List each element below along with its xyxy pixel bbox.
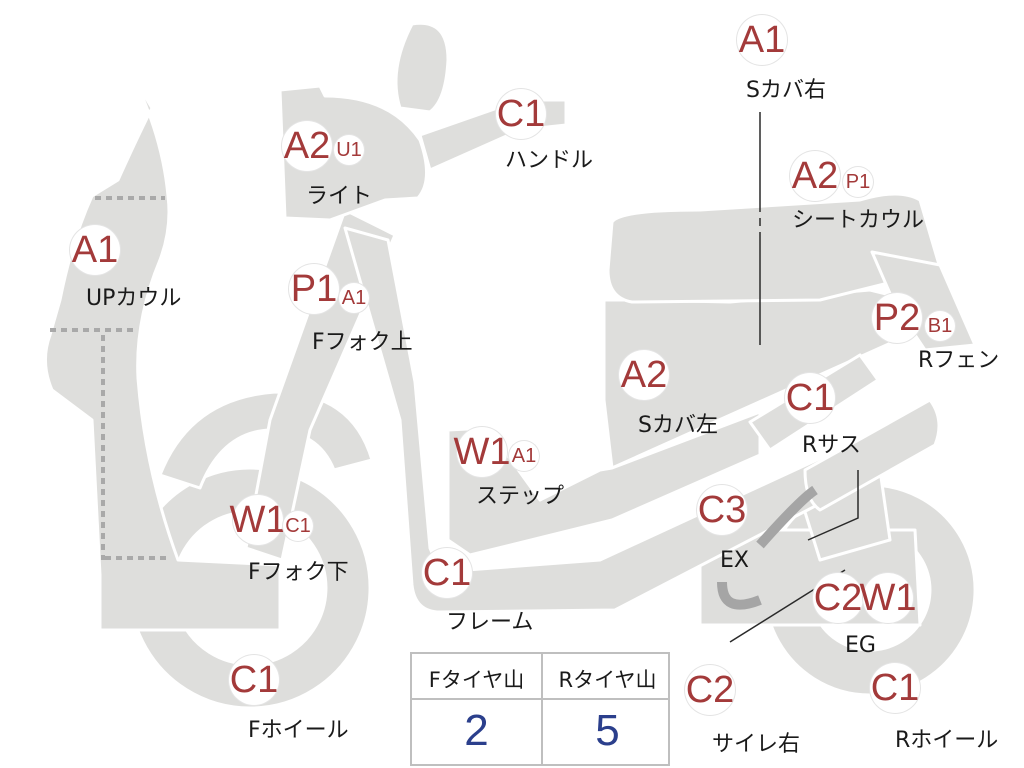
- tire-table-divider: [541, 654, 543, 764]
- step-label: ステップ: [476, 484, 565, 509]
- fork-lower-label: Fフォク下: [248, 560, 349, 585]
- tire-table-header-row: [412, 654, 668, 700]
- front-tire-header: Fタイヤ山: [428, 668, 525, 692]
- front-fender-shape: [158, 390, 374, 490]
- rear-tire-header: Rタイヤ山: [558, 668, 657, 692]
- frame-grade-badge: C1: [422, 548, 472, 598]
- light-grade-badge: U1: [334, 135, 364, 165]
- light-grade-badge: A2: [282, 121, 332, 171]
- up-cowl-grade-badge: A1: [70, 225, 120, 275]
- rear-suspension-label: Rサス: [802, 433, 861, 458]
- frame-label: フレーム: [446, 610, 534, 635]
- leader-line-rear-suspension: [807, 470, 859, 541]
- side-cover-left-grade-badge: A2: [619, 350, 669, 400]
- side-cover-right-label: Sカバ右: [746, 78, 826, 103]
- rear-wheel-grade-badge: C1: [870, 663, 920, 713]
- fork-lower-grade-badge: C1: [283, 511, 313, 541]
- rear-tire-value: 5: [595, 706, 620, 755]
- front-tire-value: 2: [464, 706, 489, 755]
- engine-label: EG: [845, 633, 876, 658]
- step-grade-badge: W1: [454, 427, 511, 477]
- fork-upper-label: Fフォク上: [312, 330, 413, 355]
- rear-fender-grade-badge: P2: [872, 293, 922, 343]
- rear-wheel-label: Rホイール: [895, 728, 999, 753]
- seat-cowl-grade-badge: A2: [790, 151, 840, 201]
- seat-cowl-grade-badge: P1: [843, 167, 873, 197]
- exhaust-pipe: [756, 485, 818, 549]
- rear-fender-label: Rフェン: [918, 348, 1000, 373]
- fork-upper-grade-badge: A1: [339, 283, 369, 313]
- exhaust-pipe-lower: [717, 581, 762, 610]
- exhaust-label: EX: [720, 548, 749, 573]
- engine-grade-badge: W1: [860, 573, 917, 623]
- front-wheel-label: Fホイール: [248, 718, 349, 743]
- handle-label: ハンドル: [505, 148, 594, 173]
- handle-grade-badge: C1: [496, 89, 546, 139]
- exhaust-grade-badge: C3: [697, 485, 747, 535]
- tire-tread-table: Fタイヤ山 Rタイヤ山 2 5: [410, 652, 670, 766]
- fork-upper-grade-badge: P1: [289, 264, 339, 314]
- side-cover-left-label: Sカバ左: [638, 413, 718, 438]
- rear-suspension-grade-badge: C1: [785, 373, 835, 423]
- engine-grade-badge: C2: [813, 573, 863, 623]
- seat-shape: [606, 192, 942, 304]
- fork-lower-grade-badge: W1: [230, 495, 287, 545]
- up-cowl-label: UPカウル: [86, 286, 182, 311]
- mirror-shape: [394, 21, 450, 114]
- muffler-right-label: サイレ右: [712, 732, 801, 757]
- muffler-shape: [803, 398, 941, 512]
- light-label: ライト: [306, 184, 373, 209]
- front-wheel-grade-badge: C1: [229, 655, 279, 705]
- step-grade-badge: A1: [509, 441, 539, 471]
- rear-fender-grade-badge: B1: [925, 311, 955, 341]
- step-shape: [446, 410, 762, 557]
- side-cover-right-grade-badge: A1: [737, 15, 787, 65]
- seat-cowl-label: シートカウル: [792, 208, 925, 233]
- muffler-right-grade-badge: C2: [685, 665, 735, 715]
